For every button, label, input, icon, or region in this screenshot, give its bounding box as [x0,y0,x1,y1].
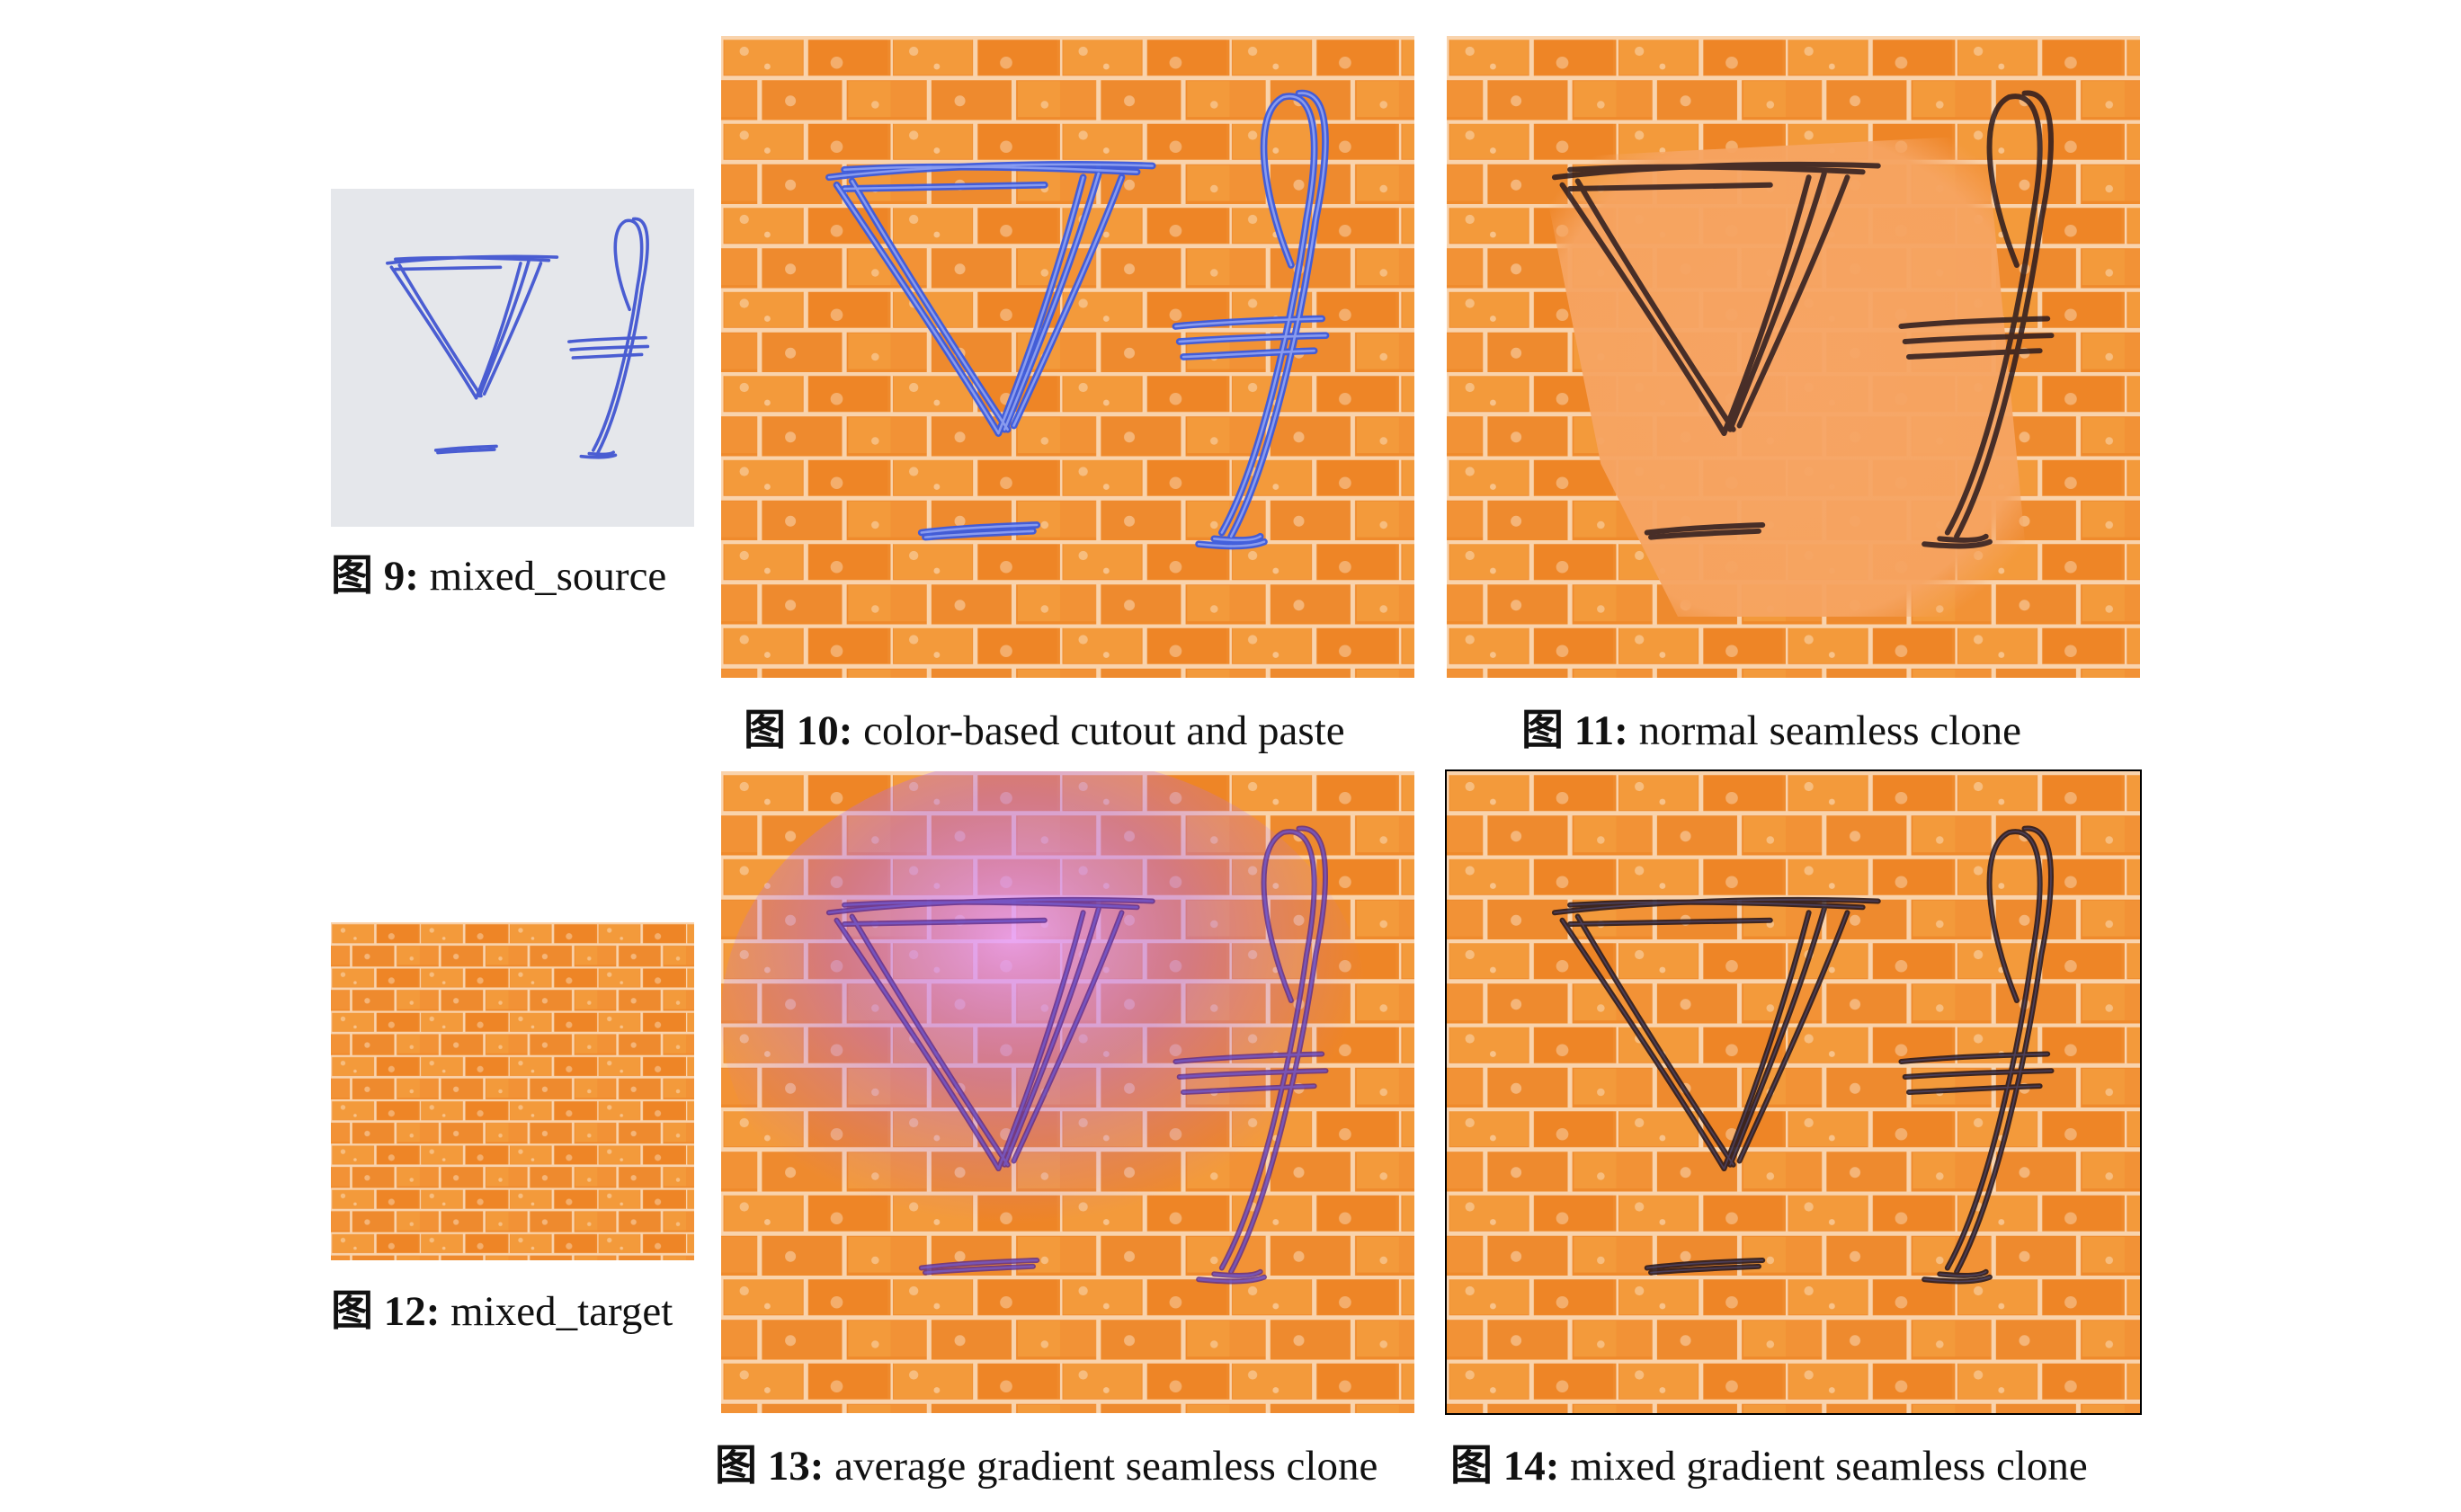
figure-9-caption: 图 9: mixed_source [331,556,666,598]
figure-12-label: 图 12: [331,1288,441,1335]
figure-10-cutout-paste-image [721,36,1414,678]
figure-9-label: 图 9: [331,553,419,600]
figure-14-label: 图 14: [1450,1443,1560,1490]
figure-9-text: mixed_source [429,553,667,600]
figure-12-text: mixed_target [450,1288,673,1335]
figure-13-caption: 图 13: average gradient seamless clone [715,1445,1378,1488]
figure-13-label: 图 13: [715,1443,825,1490]
figure-11-caption: 图 11: normal seamless clone [1521,710,2021,752]
figure-11-text: normal seamless clone [1638,707,2022,754]
figure-13-average-gradient-image [721,771,1414,1413]
figure-10-label: 图 10: [744,707,853,754]
figure-12-caption: 图 12: mixed_target [331,1291,673,1333]
figure-13-text: average gradient seamless clone [834,1443,1378,1490]
figure-14-text: mixed gradient seamless clone [1570,1443,2088,1490]
figure-14-caption: 图 14: mixed gradient seamless clone [1450,1445,2088,1488]
figure-9-mixed-source-image [331,189,694,527]
figure-14-mixed-gradient-image [1445,769,2142,1415]
figure-11-normal-clone-image [1447,36,2140,678]
figure-10-caption: 图 10: color-based cutout and paste [744,710,1345,752]
figure-10-text: color-based cutout and paste [863,707,1345,754]
figure-11-label: 图 11: [1521,707,1628,754]
figure-12-mixed-target-image [331,922,694,1260]
